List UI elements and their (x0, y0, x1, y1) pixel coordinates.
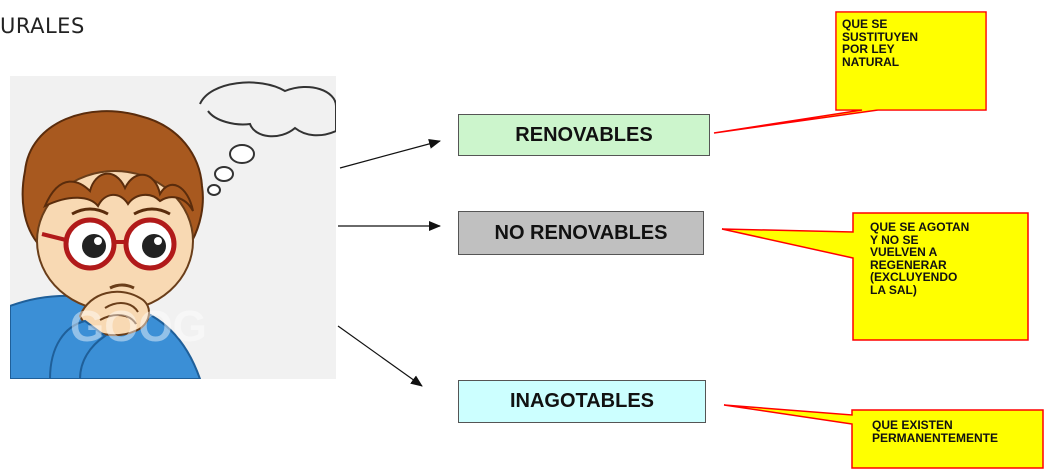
watermark-text: GOOG (70, 302, 207, 351)
callout-shape (721, 212, 1029, 341)
page-heading: URALES (0, 14, 85, 38)
callout-inagotables (723, 404, 1044, 469)
callout-renovables (713, 11, 987, 134)
category-box-renovables: RENOVABLES (458, 114, 710, 156)
arrow-to-inagotables (337, 325, 423, 387)
category-box-inagotables: INAGOTABLES (458, 380, 706, 423)
arrow-to-renovables (339, 139, 441, 169)
callout-shape (723, 404, 1044, 469)
callout-text-no-renovables: QUE SE AGOTAN Y NO SE VUELVEN A REGENERA… (870, 220, 970, 297)
thinking-boy-icon: GOOG (10, 81, 336, 379)
callout-text-renovables: QUE SE SUSTITUYEN POR LEY NATURAL (842, 17, 919, 69)
thinking-boy-illustration: GOOG (10, 76, 336, 379)
category-box-no-renovables: NO RENOVABLES (458, 211, 704, 255)
callout-text-inagotables: QUE EXISTEN PERMANENTEMENTE (872, 418, 999, 445)
callout-no-renovables (721, 212, 1029, 341)
